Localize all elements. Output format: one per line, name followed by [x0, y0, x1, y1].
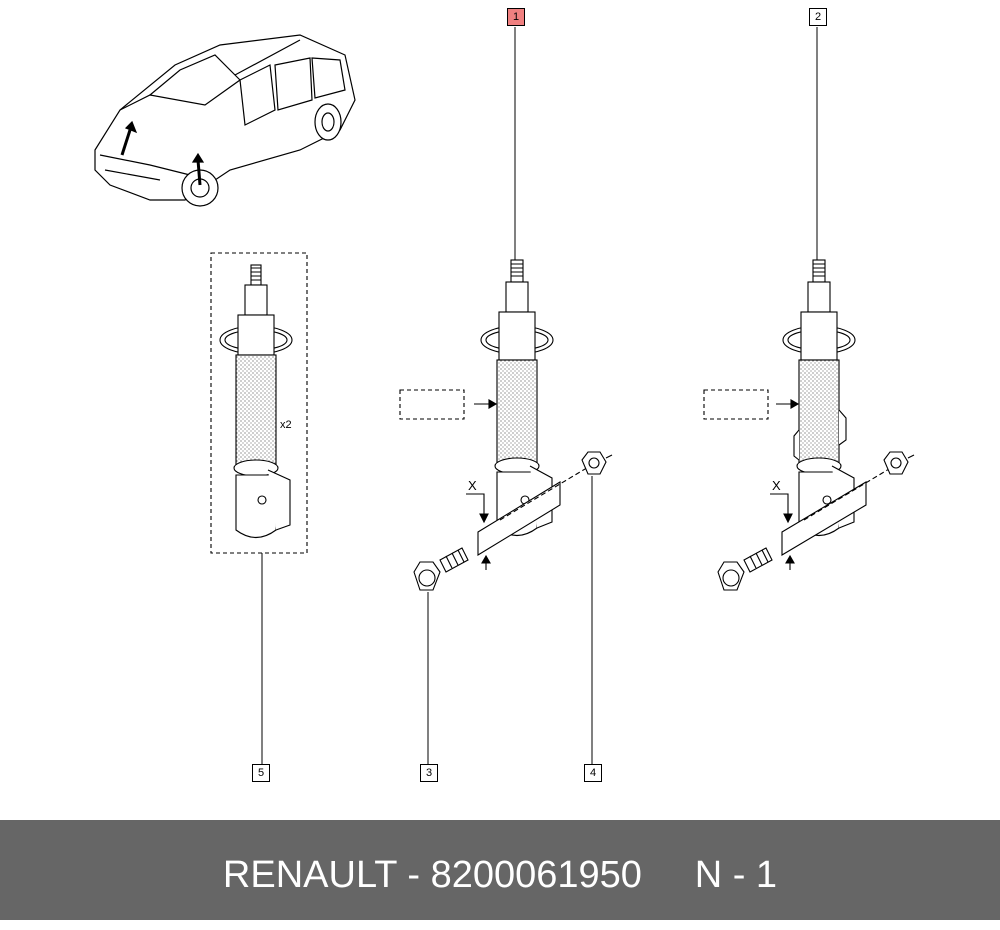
section-mark-x-right: X	[772, 478, 781, 493]
footer-brand: RENAULT	[222, 854, 397, 896]
footer-position: N - 1	[694, 854, 778, 896]
footer-part-number: 8200061950	[430, 854, 642, 896]
nut-right-assembly	[883, 451, 915, 475]
shock-absorber-2	[703, 259, 905, 570]
nut-4	[581, 451, 613, 475]
callout-3[interactable]: 3	[420, 764, 438, 782]
callout-1[interactable]: 1	[507, 8, 525, 26]
shock-absorber-1	[399, 259, 601, 570]
callout-2[interactable]: 2	[809, 8, 827, 26]
callout-4[interactable]: 4	[584, 764, 602, 782]
footer-text: RENAULT - 8200061950 N - 1	[222, 854, 778, 896]
callout-5[interactable]: 5	[252, 764, 270, 782]
section-mark-x-center: X	[468, 478, 477, 493]
shock-absorber-5	[210, 252, 308, 554]
car-illustration	[94, 34, 356, 207]
bolt-3	[413, 547, 469, 591]
quantity-label: x2	[280, 419, 292, 431]
footer-bar: RENAULT - 8200061950 N - 1	[0, 820, 1000, 920]
bolt-right-assembly	[717, 547, 773, 591]
parts-diagram	[94, 27, 915, 764]
